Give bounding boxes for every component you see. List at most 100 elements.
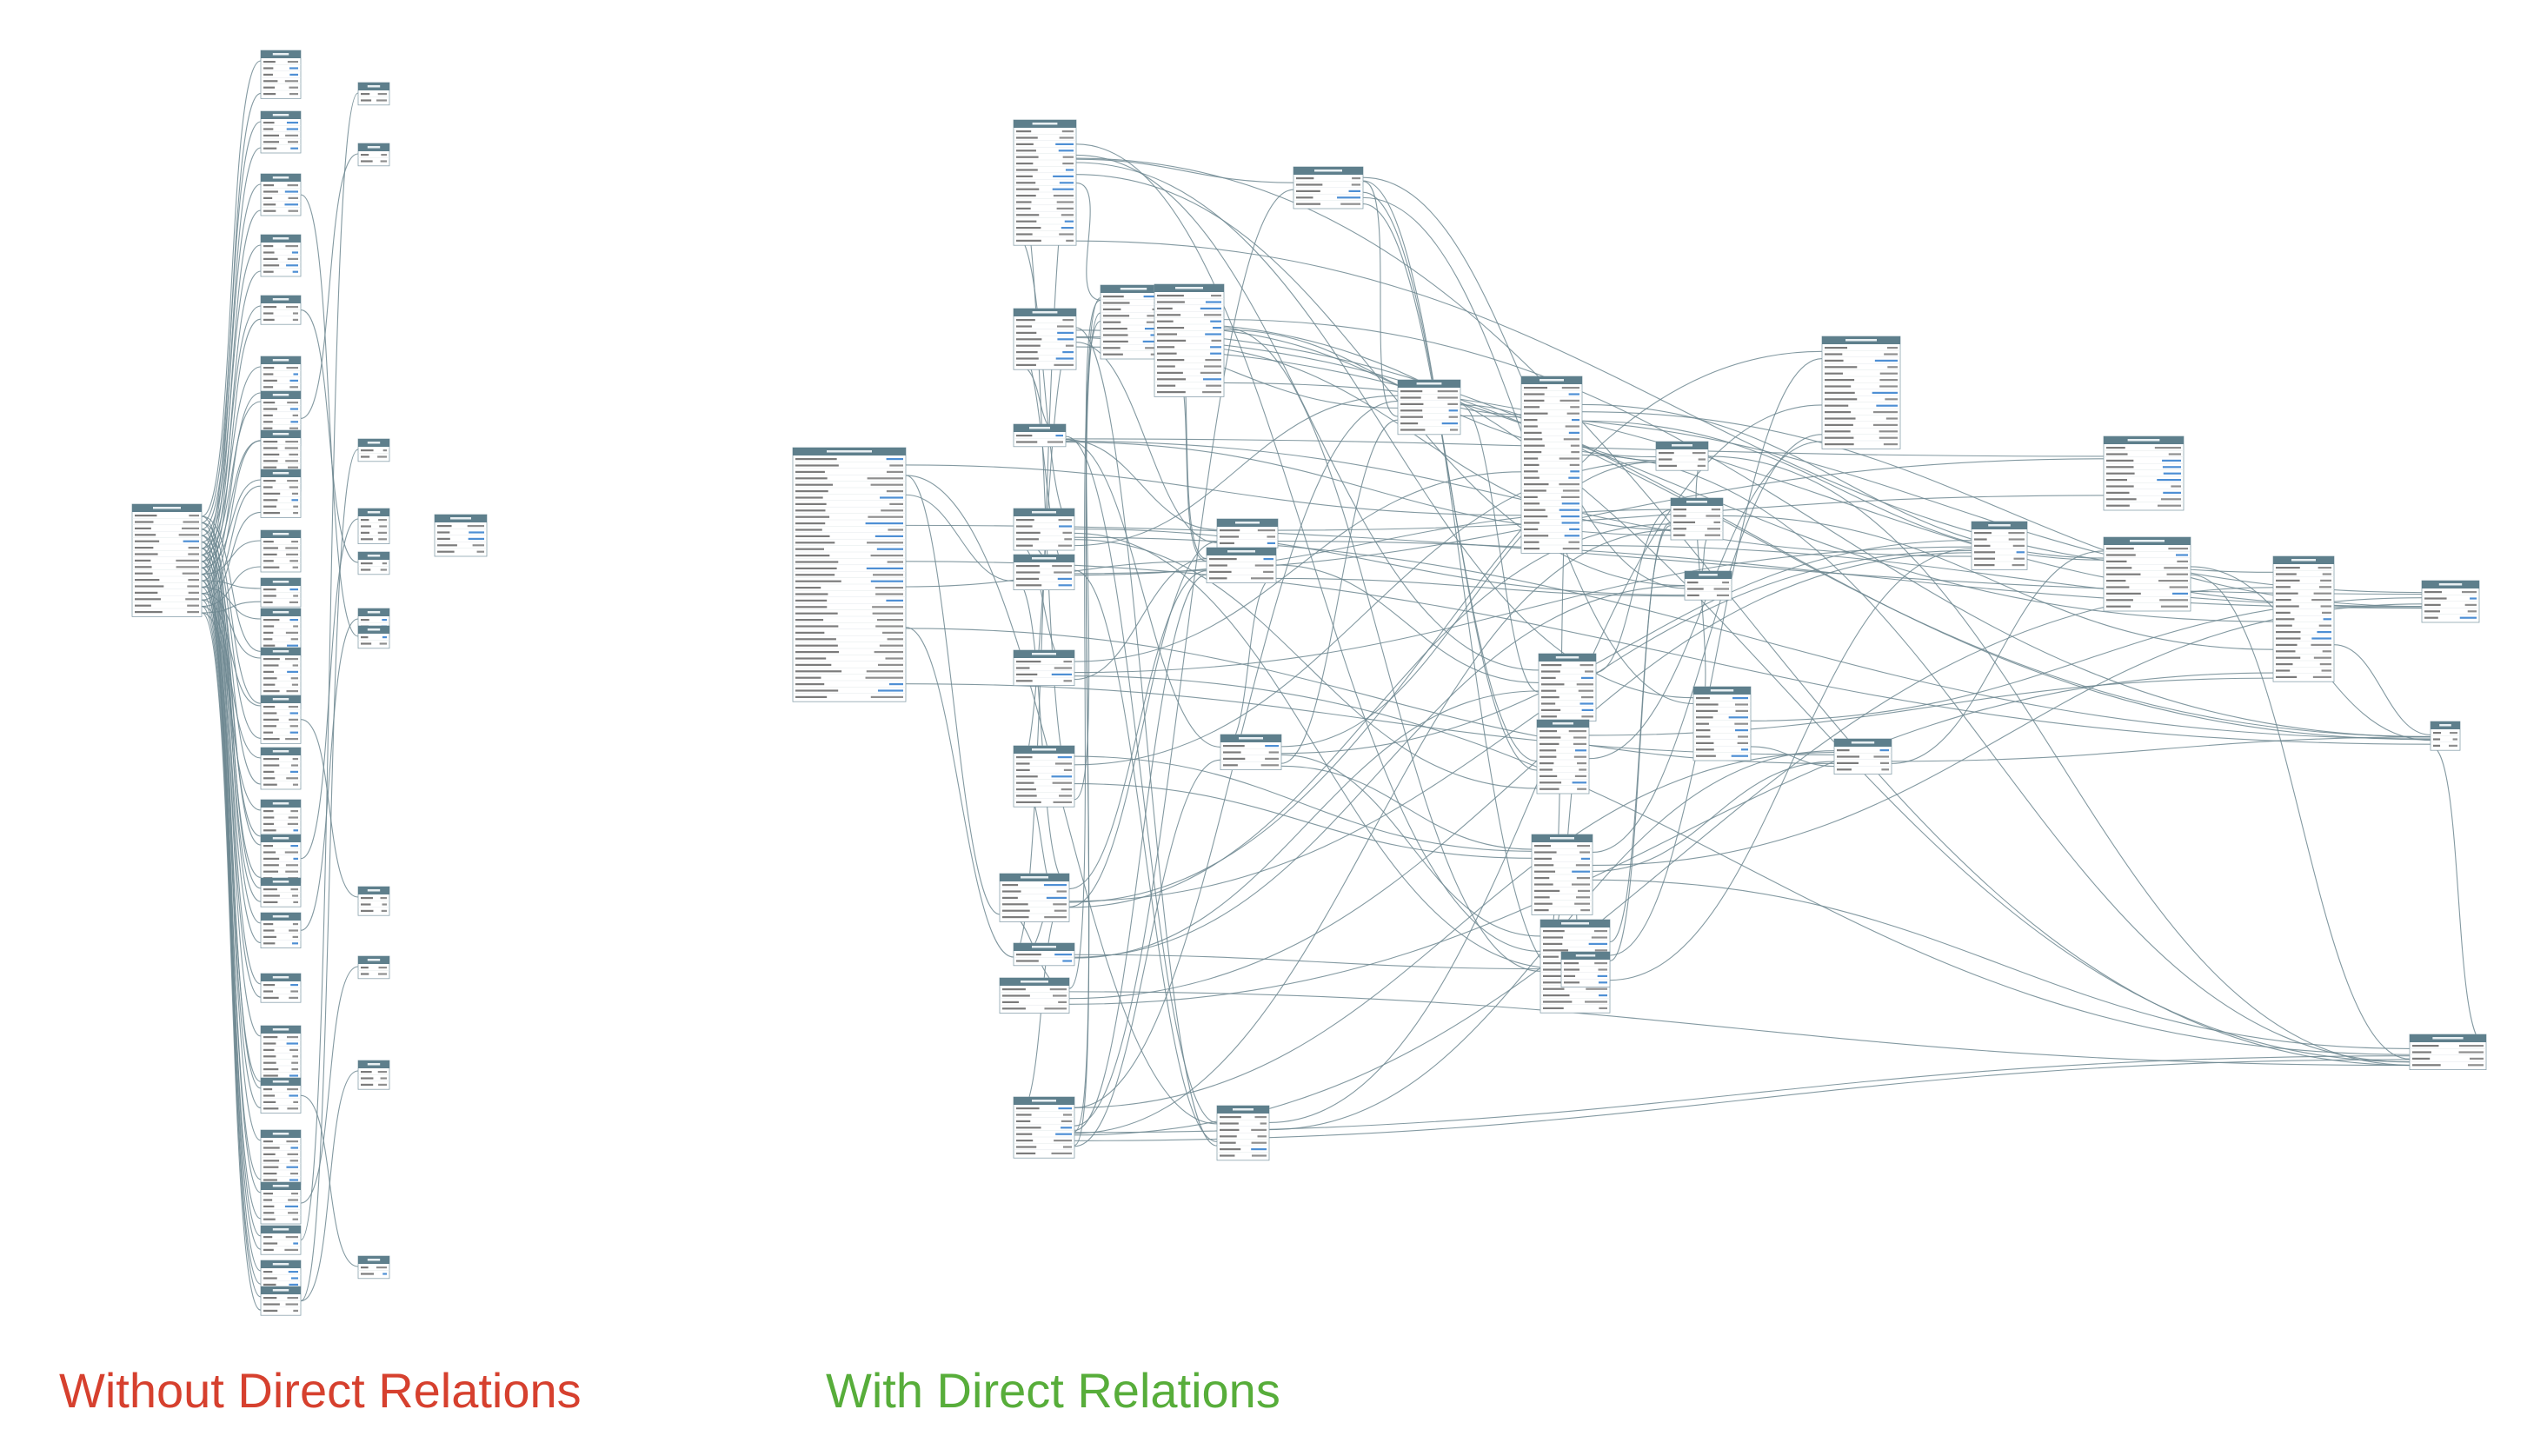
relation-line	[1275, 577, 1686, 597]
relation-line	[1068, 672, 2274, 1005]
entity-table	[260, 469, 302, 518]
relation-line	[201, 574, 262, 1272]
relation-line	[1581, 411, 2423, 608]
relation-line	[1460, 403, 1540, 693]
relation-line	[1074, 532, 1562, 969]
relation-line	[201, 121, 262, 523]
entity-table	[131, 503, 203, 617]
relation-line	[1609, 357, 1823, 956]
relation-line	[201, 548, 262, 878]
relation-line	[1074, 189, 1294, 1127]
relation-line	[2333, 644, 2431, 735]
entity-table	[1520, 376, 1583, 554]
entity-table	[260, 577, 302, 608]
entity-table	[260, 877, 302, 908]
relation-line	[1068, 350, 1823, 903]
relation-line	[1891, 550, 2105, 764]
relation-line	[201, 515, 262, 846]
relation-line	[1075, 174, 1686, 587]
entity-table	[2430, 721, 2461, 751]
entity-table	[1013, 508, 1075, 551]
entity-table	[1013, 423, 1067, 448]
relation-line	[300, 518, 359, 860]
relation-line	[1068, 320, 1101, 989]
entity-table	[260, 1129, 302, 1186]
entity-table	[1154, 283, 1225, 397]
entity-table	[1833, 738, 1892, 775]
entity-table	[1531, 834, 1593, 915]
relation-line	[905, 628, 1835, 764]
relation-line	[1074, 1059, 2411, 1141]
entity-table	[260, 1077, 302, 1114]
relation-line	[201, 305, 262, 543]
relation-line	[1065, 439, 1221, 748]
entity-table	[1013, 942, 1075, 967]
entity-table	[357, 82, 390, 106]
relation-line	[300, 719, 359, 898]
entity-table	[2272, 555, 2335, 682]
relation-line	[1065, 440, 1972, 557]
entity-table	[792, 447, 907, 702]
relation-line	[1074, 299, 1101, 801]
relation-line	[1068, 991, 2411, 1067]
relation-line	[201, 318, 262, 575]
relation-line	[1074, 751, 1835, 1108]
entity-table	[1971, 521, 2028, 570]
relation-line	[1362, 203, 1538, 762]
relation-line	[1074, 675, 2411, 1055]
relation-line	[1068, 570, 1207, 890]
entity-table	[357, 886, 390, 916]
entity-table	[260, 695, 302, 744]
relation-line	[1065, 435, 1218, 1124]
relation-line	[201, 580, 262, 1298]
entity-table	[357, 1060, 390, 1090]
relation-line	[1074, 536, 2431, 740]
entity-table	[260, 1025, 302, 1087]
relation-line	[1595, 509, 1672, 673]
relation-line	[905, 475, 1001, 915]
relation-line	[1223, 327, 1541, 972]
relation-line	[1074, 585, 1686, 958]
relation-line	[1074, 471, 1522, 662]
relation-line	[1609, 522, 1672, 961]
entity-table	[434, 514, 488, 557]
relation-line	[201, 548, 262, 1089]
entity-table	[999, 977, 1070, 1014]
relation-line	[1065, 438, 2105, 457]
entity-table	[1692, 686, 1752, 761]
relation-line	[1074, 529, 1672, 1134]
entity-table	[1013, 308, 1077, 370]
relation-line	[1280, 461, 1657, 748]
entity-table	[260, 50, 302, 99]
relation-line	[1074, 755, 1533, 852]
relation-line	[300, 449, 359, 1302]
relation-line	[1074, 574, 1207, 1132]
relation-line	[201, 567, 262, 1237]
schema-without-direct-relations	[131, 50, 488, 1316]
entity-table	[1397, 379, 1461, 435]
relation-line	[1074, 539, 1538, 789]
relation-line	[2430, 745, 2487, 1047]
relation-line	[1592, 434, 1823, 854]
entity-table	[1220, 734, 1282, 770]
entity-table	[260, 1260, 302, 1290]
relation-line	[1065, 439, 1218, 530]
entity-table	[1013, 119, 1077, 246]
relation-line	[2190, 574, 2411, 1060]
relation-line	[1074, 297, 1101, 1133]
entity-table	[260, 1225, 302, 1255]
relation-line	[300, 966, 359, 1204]
entity-table	[2421, 580, 2480, 623]
caption-with-direct-relations: With Direct Relations	[826, 1363, 1280, 1418]
relation-line	[201, 535, 262, 985]
relation-line	[201, 561, 262, 1193]
entity-table	[260, 834, 302, 883]
entity-table	[260, 747, 302, 790]
caption-without-direct-relations: Without Direct Relations	[59, 1363, 582, 1418]
entity-table	[1655, 441, 1709, 471]
entity-table	[1216, 518, 1279, 548]
entity-table	[357, 143, 390, 167]
relation-line	[1075, 143, 1541, 952]
relation-line	[1581, 454, 2411, 1063]
